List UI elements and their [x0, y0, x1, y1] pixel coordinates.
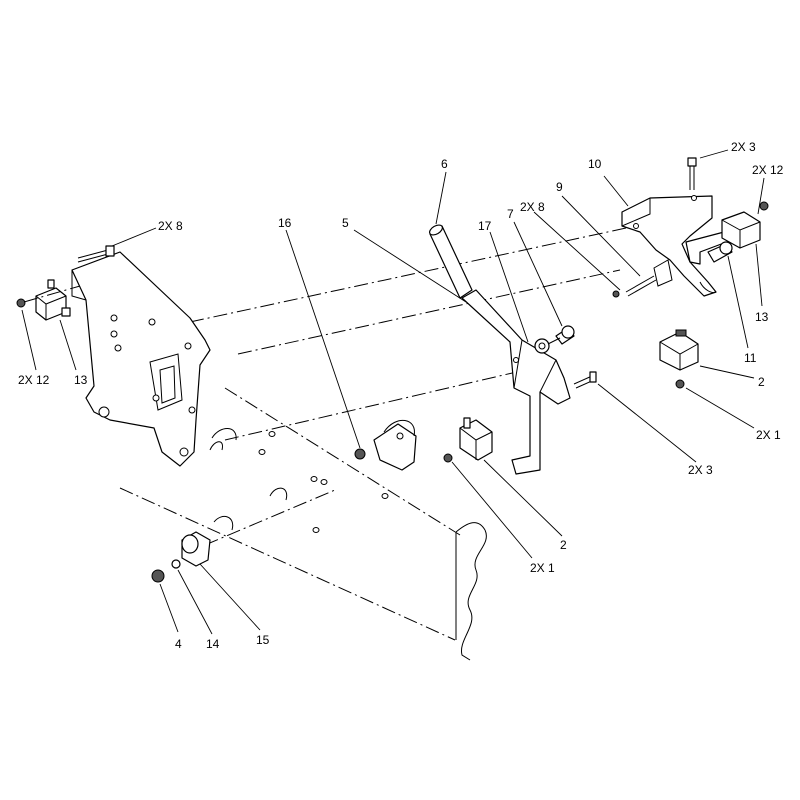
callout-7: 7	[507, 207, 514, 221]
callout-9: 9	[556, 180, 563, 194]
axis-line-bottom	[119, 487, 456, 641]
upper-bracket	[621, 195, 717, 297]
left-switch	[16, 279, 81, 321]
axis-line-frame-top	[224, 387, 461, 536]
leader-lines	[21, 149, 765, 635]
top-screw	[687, 157, 697, 190]
clip-ring-3	[269, 487, 288, 501]
callout-2x3-mid: 2X 3	[688, 463, 713, 477]
clip-ring-1	[211, 428, 237, 441]
callout-14: 14	[206, 637, 220, 651]
left-screw-set	[77, 245, 115, 263]
center-lines	[119, 224, 641, 641]
middle-switch	[443, 417, 493, 463]
callout-2x1-mid: 2X 1	[530, 561, 555, 575]
callout-2x1-right: 2X 1	[756, 428, 781, 442]
axis-line-lower	[224, 369, 526, 441]
callout-labels: 2X 3 10 2X 12 6 9 2X 8 17 7 5 16 2X 8 2X…	[18, 140, 784, 651]
clip-ring-2	[209, 441, 224, 451]
handle-grip	[429, 224, 473, 299]
callout-13-right: 13	[755, 310, 769, 324]
callout-6: 6	[441, 157, 448, 171]
callout-13-left: 13	[74, 373, 88, 387]
pivot-bracket	[151, 515, 234, 583]
pin-assembly	[612, 259, 673, 298]
callout-4: 4	[175, 637, 182, 651]
callout-17: 17	[478, 219, 492, 233]
pivot-hardware	[534, 325, 575, 354]
middle-screw	[573, 371, 597, 389]
right-switch	[721, 201, 769, 249]
callout-2x3-top: 2X 3	[731, 140, 756, 154]
right-lower-switch	[659, 329, 699, 389]
callout-16: 16	[278, 216, 292, 230]
callout-15: 15	[256, 633, 270, 647]
callout-2x12-left: 2X 12	[18, 373, 50, 387]
callout-5: 5	[342, 216, 349, 230]
frame-panel	[209, 428, 487, 661]
axis-line-upper	[189, 224, 641, 323]
callout-2-right: 2	[758, 375, 765, 389]
spring-bracket	[354, 420, 417, 471]
callout-2x8-mid: 2X 8	[520, 200, 545, 214]
axis-line-pivot	[204, 489, 336, 546]
callout-2x12-right: 2X 12	[752, 163, 784, 177]
left-mounting-plate	[71, 251, 211, 467]
callout-10: 10	[588, 157, 602, 171]
callout-11: 11	[744, 351, 757, 365]
axis-line-mid	[237, 269, 621, 355]
bolt-11	[707, 241, 733, 263]
callout-2-mid: 2	[560, 538, 567, 552]
callout-2x8-left: 2X 8	[158, 219, 183, 233]
